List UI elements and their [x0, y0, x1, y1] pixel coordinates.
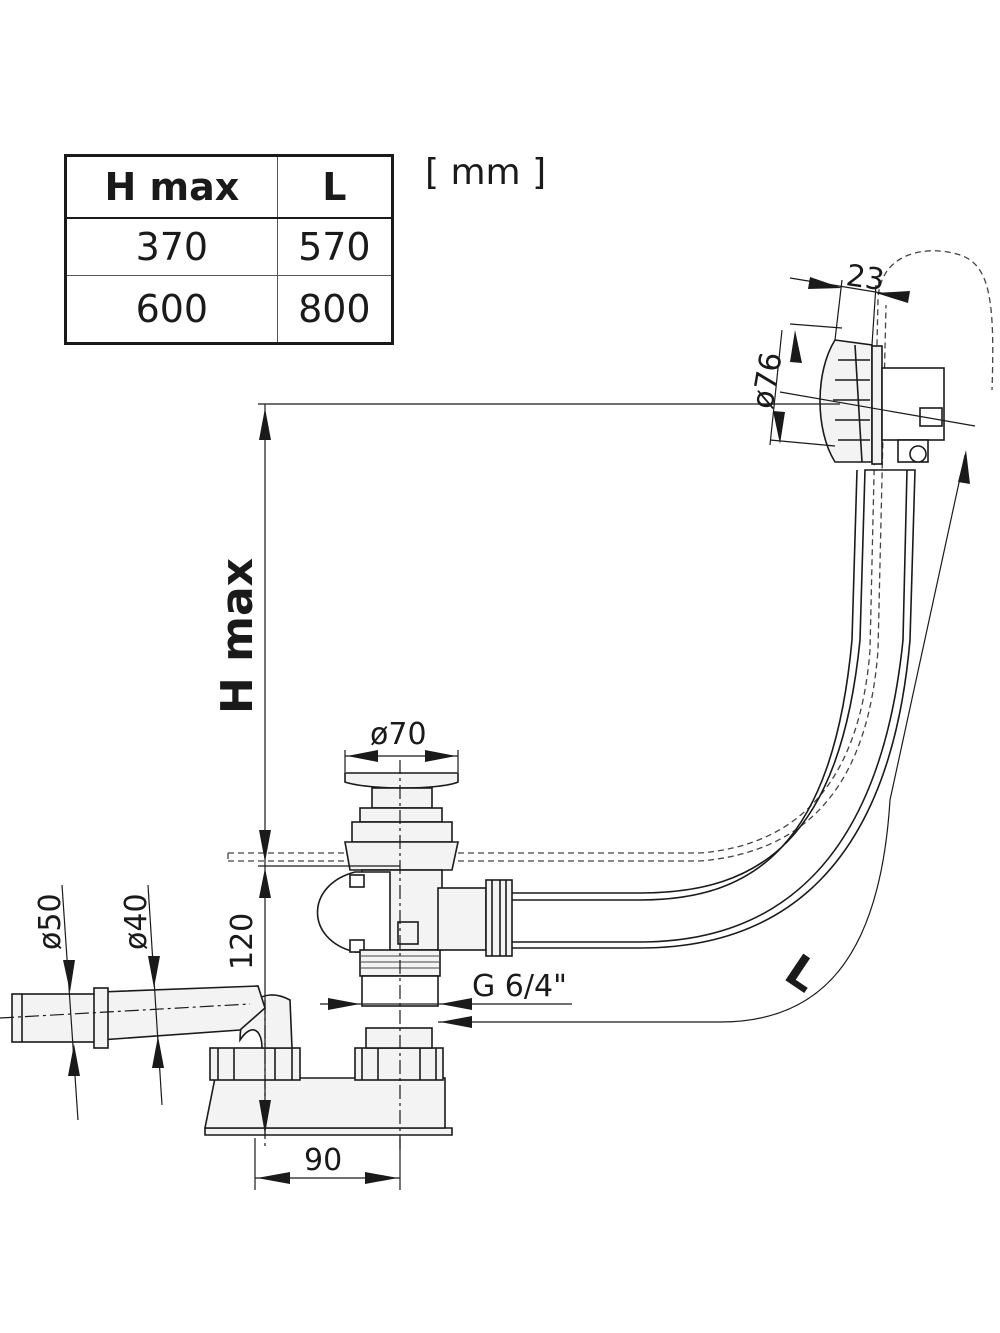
- thread-dimension: [320, 998, 572, 1010]
- label-thread: G 6/4": [472, 969, 567, 1004]
- drain-assembly: [316, 772, 513, 1007]
- d70-dimension: [344, 750, 459, 772]
- label-w23: 23: [844, 258, 887, 298]
- header-l: L: [276, 155, 394, 219]
- outlet-dimensions: [61, 884, 164, 1121]
- dimensions-table: H max L 370 570 600 800: [64, 154, 394, 345]
- table-row: 600 800: [65, 275, 394, 344]
- hmax-dimension: [258, 403, 840, 1136]
- label-h120: 120: [225, 913, 260, 970]
- label-d50: ø50: [33, 893, 68, 950]
- table-header-row: H max L: [65, 155, 394, 219]
- overflow-head: [819, 339, 945, 465]
- l-dimension: [438, 450, 970, 1028]
- table-row: 370 570: [65, 217, 394, 276]
- label-d70: ø70: [370, 717, 427, 752]
- label-d40: ø40: [119, 893, 154, 950]
- label-hmax: H max: [212, 558, 263, 714]
- unit-label: [ mm ]: [425, 152, 547, 193]
- label-l: L: [776, 945, 828, 1003]
- cell-l: 800: [276, 275, 394, 344]
- bathtub-rim-dashed: [227, 250, 994, 862]
- w90-dimension: [254, 1138, 401, 1190]
- cell-hmax: 600: [65, 275, 278, 344]
- cell-l: 570: [276, 217, 394, 276]
- label-d76: ø76: [745, 350, 789, 412]
- flexible-hose: [504, 469, 916, 949]
- header-hmax: H max: [65, 155, 278, 219]
- cell-hmax: 370: [65, 217, 278, 276]
- label-w90: 90: [304, 1143, 342, 1178]
- overflow-dimensions: [769, 277, 976, 447]
